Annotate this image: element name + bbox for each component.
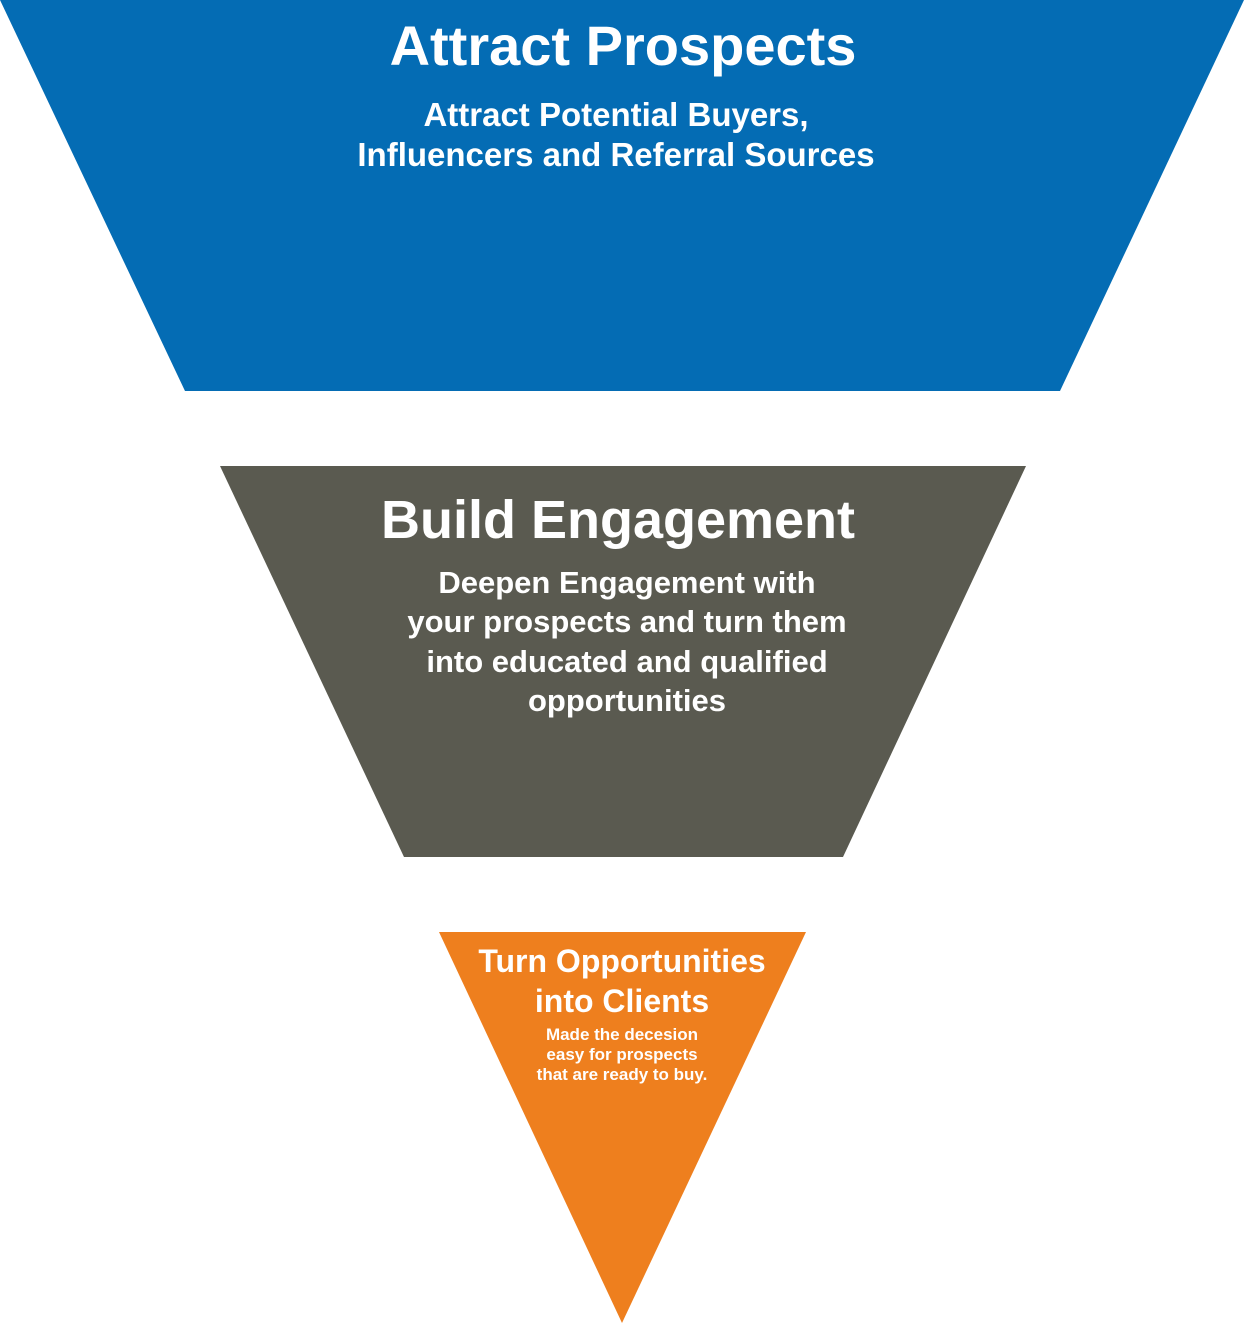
stage-convert-title: Turn Opportunities into Clients [478, 943, 766, 1019]
stage-engage-description: Deepen Engagement with your prospects an… [407, 565, 847, 718]
stage-attract-description: Attract Potential Buyers, Influencers an… [357, 96, 875, 173]
stage-convert-shape [439, 932, 806, 1323]
stage-engage-title: Build Engagement [380, 490, 856, 550]
stage-engage-shape [220, 466, 1026, 857]
stage-convert-description: Made the decesion easy for prospects tha… [536, 1025, 708, 1084]
stage-attract-shape [0, 0, 1244, 391]
stage-attract-title: Attract Prospects [389, 14, 857, 77]
